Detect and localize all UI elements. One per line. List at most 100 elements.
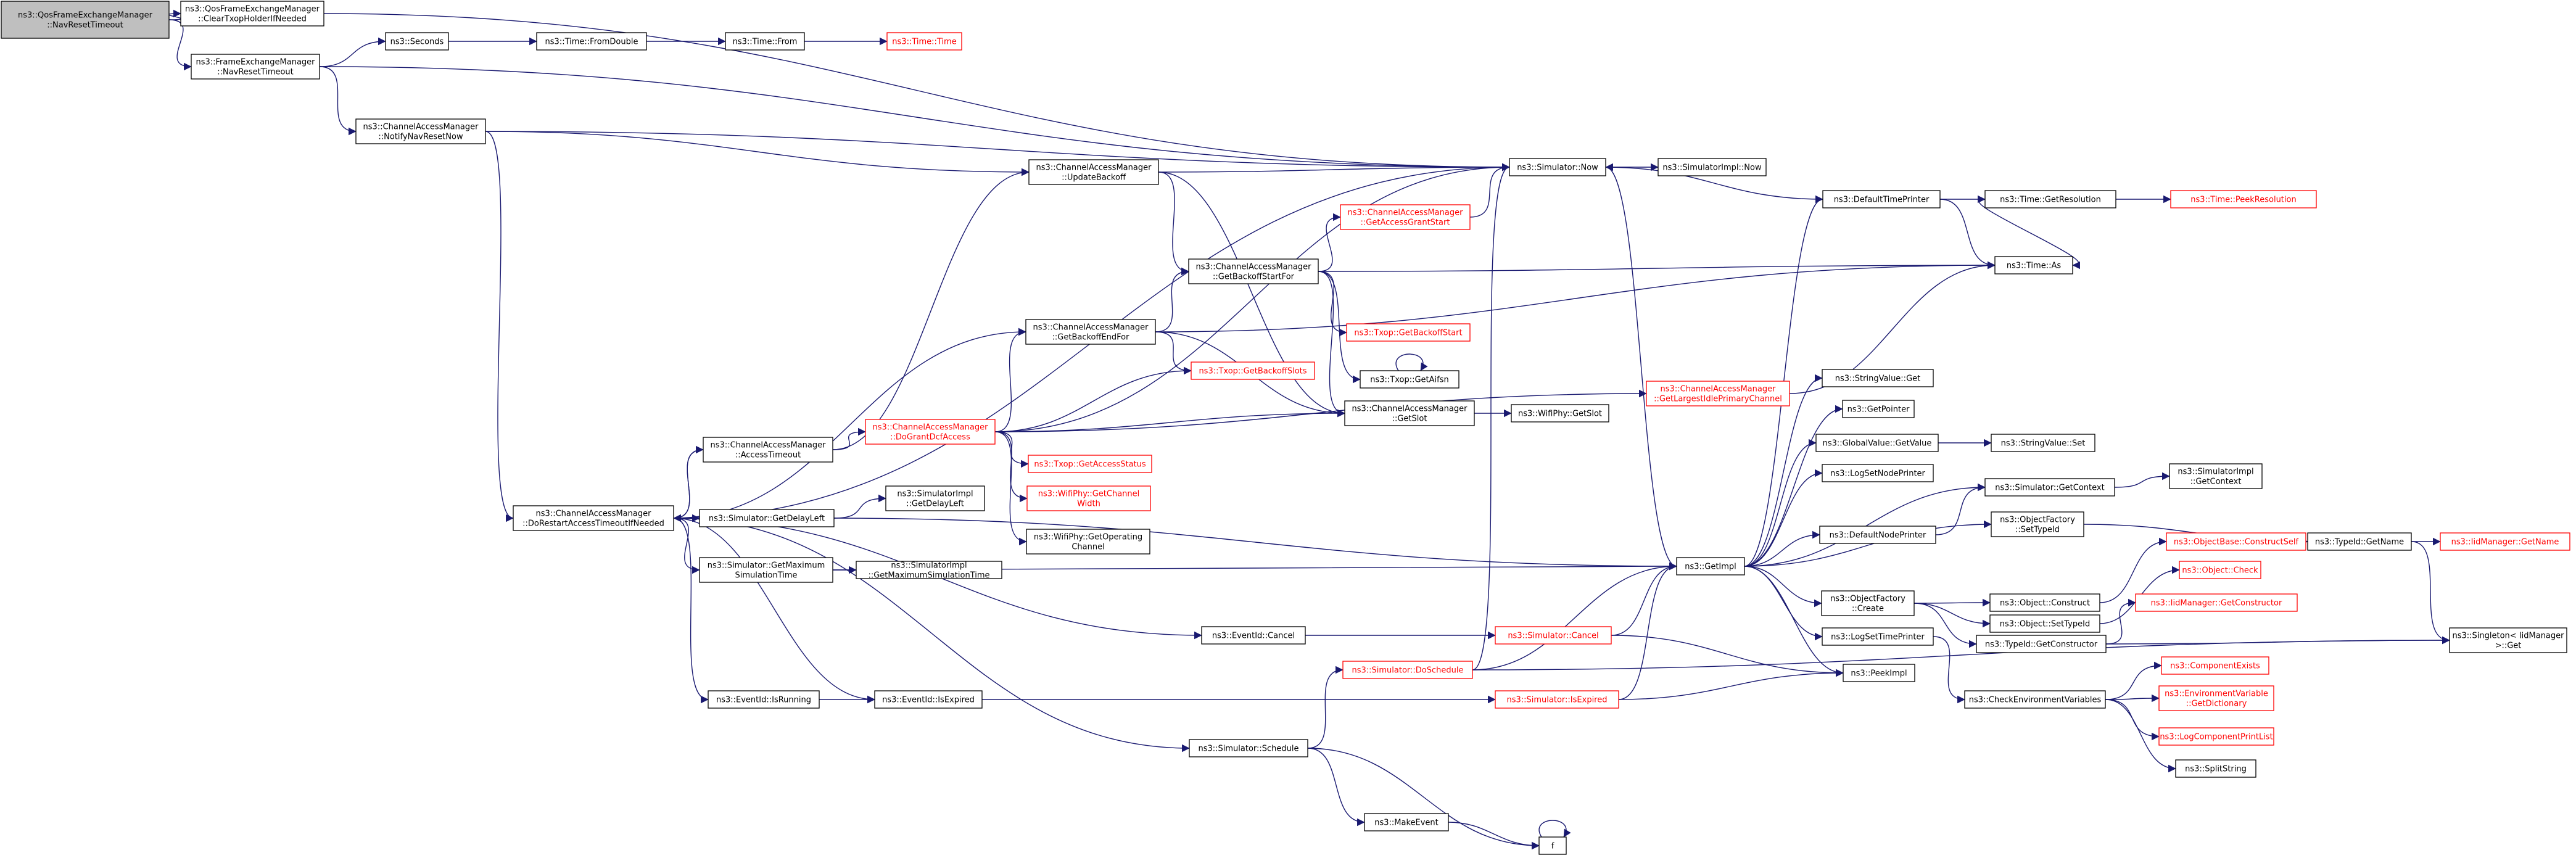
graph-node-cam_gbsf[interactable]: ns3::ChannelAccessManager::GetBackoffSta… xyxy=(1188,258,1319,284)
call-edge xyxy=(1155,261,1996,332)
node-box xyxy=(1984,190,2116,208)
graph-node-simimpl_gdl[interactable]: ns3::SimulatorImpl::GetDelayLeft xyxy=(885,485,985,511)
graph-node-fromdouble[interactable]: ns3::Time::FromDouble xyxy=(536,32,647,51)
graph-node-simimpl_gmst[interactable]: ns3::SimulatorImpl::GetMaximumSimulation… xyxy=(856,561,1002,580)
graph-node-objf_settype[interactable]: ns3::ObjectFactory::SetTypeId xyxy=(1991,511,2084,537)
node-label: ns3::Simulator::Now xyxy=(1517,163,1598,173)
graph-node-simimpl_getctx[interactable]: ns3::SimulatorImpl::GetContext xyxy=(2169,463,2263,489)
call-edge xyxy=(1611,635,1844,677)
node-label: ::UpdateBackoff xyxy=(1062,173,1126,183)
graph-node-splitstring[interactable]: ns3::SplitString xyxy=(2175,759,2256,778)
graph-node-eventid_cancel[interactable]: ns3::EventId::Cancel xyxy=(1201,626,1306,645)
call-edge xyxy=(673,518,875,704)
graph-node-checkenv[interactable]: ns3::CheckEnvironmentVariables xyxy=(1964,690,2106,709)
graph-node-makeevent[interactable]: ns3::MakeEvent xyxy=(1364,813,1449,831)
graph-node-txop_gaifsn[interactable]: ns3::Txop::GetAifsn xyxy=(1360,370,1459,389)
graph-node-sim_gmst[interactable]: ns3::Simulator::GetMaximumSimulationTime xyxy=(699,557,833,583)
node-label: ::NotifyNavResetNow xyxy=(378,133,463,142)
graph-node-getres[interactable]: ns3::Time::GetResolution xyxy=(1984,190,2116,208)
graph-node-from[interactable]: ns3::Time::From xyxy=(725,32,805,51)
call-edge xyxy=(1307,748,1365,827)
graph-node-time_time[interactable]: ns3::Time::Time xyxy=(886,32,962,51)
graph-node-txop_gbslots[interactable]: ns3::Txop::GetBackoffSlots xyxy=(1191,361,1315,380)
graph-node-fem_nav[interactable]: ns3::FrameExchangeManager::NavResetTimeo… xyxy=(191,54,320,80)
graph-node-lstp[interactable]: ns3::LogSetTimePrinter xyxy=(1822,627,1934,646)
call-edge xyxy=(2105,598,2136,645)
graph-node-peekimpl[interactable]: ns3::PeekImpl xyxy=(1843,664,1915,682)
graph-node-compexists[interactable]: ns3::ComponentExists xyxy=(2161,656,2269,675)
graph-node-strval_get[interactable]: ns3::StringValue::Get xyxy=(1822,369,1934,387)
graph-node-strval_set[interactable]: ns3::StringValue::Set xyxy=(1991,434,2095,452)
graph-node-eventid_isrunning[interactable]: ns3::EventId::IsRunning xyxy=(708,690,820,709)
graph-node-cam_gags[interactable]: ns3::ChannelAccessManager::GetAccessGran… xyxy=(1340,204,1471,230)
call-edge xyxy=(673,445,704,519)
graph-node-obj_settype[interactable]: ns3::Object::SetTypeId xyxy=(1989,614,2100,633)
graph-node-getpointer[interactable]: ns3::GetPointer xyxy=(1842,400,1915,418)
node-label: Width xyxy=(1077,500,1100,509)
node-label: ::GetDictionary xyxy=(2186,699,2247,709)
graph-node-singleton_get[interactable]: ns3::Singleton< IidManager>::Get xyxy=(2449,627,2567,653)
graph-node-dtp[interactable]: ns3::DefaultTimePrinter xyxy=(1822,190,1941,208)
graph-node-typeid_getname[interactable]: ns3::TypeId::GetName xyxy=(2307,532,2412,551)
graph-node-getimpl[interactable]: ns3::GetImpl xyxy=(1676,557,1745,575)
node-label: ns3::Time::As xyxy=(2007,262,2062,271)
graph-node-cam_drat[interactable]: ns3::ChannelAccessManager::DoRestartAcce… xyxy=(513,505,674,531)
graph-node-cam_ub[interactable]: ns3::ChannelAccessManager::UpdateBackoff xyxy=(1028,159,1159,185)
graph-node-qos_clear[interactable]: ns3::QosFrameExchangeManager::ClearTxopH… xyxy=(180,1,324,27)
graph-node-now[interactable]: ns3::Simulator::Now xyxy=(1509,158,1606,176)
node-box xyxy=(725,32,805,51)
graph-node-root[interactable]: ns3::QosFrameExchangeManager::NavResetTi… xyxy=(1,1,170,39)
graph-node-obj_construct[interactable]: ns3::Object::Construct xyxy=(1989,593,2100,612)
graph-node-cam_nrn[interactable]: ns3::ChannelAccessManager::NotifyNavRese… xyxy=(355,118,486,144)
node-label: SimulationTime xyxy=(735,571,797,580)
graph-node-timeas[interactable]: ns3::Time::As xyxy=(1994,256,2073,274)
graph-node-sim_getctx[interactable]: ns3::Simulator::GetContext xyxy=(1984,478,2115,497)
node-label: ns3::Object::Construct xyxy=(2000,599,2090,608)
graph-node-cam_glipc[interactable]: ns3::ChannelAccessManager::GetLargestIdl… xyxy=(1646,381,1790,406)
graph-node-gv_getvalue[interactable]: ns3::GlobalValue::GetValue xyxy=(1815,434,1939,452)
graph-node-implnow[interactable]: ns3::SimulatorImpl::Now xyxy=(1657,158,1767,176)
node-box xyxy=(1815,434,1939,452)
call-edge xyxy=(319,37,386,67)
graph-node-txop_gbs[interactable]: ns3::Txop::GetBackoffStart xyxy=(1346,323,1471,342)
graph-node-sim_doschedule[interactable]: ns3::Simulator::DoSchedule xyxy=(1342,661,1473,679)
graph-node-cam_gslot[interactable]: ns3::ChannelAccessManager::GetSlot xyxy=(1344,400,1475,426)
graph-node-dnp[interactable]: ns3::DefaultNodePrinter xyxy=(1819,526,1936,544)
graph-node-cam_at[interactable]: ns3::ChannelAccessManager::AccessTimeout xyxy=(703,437,833,463)
node-label: ns3::StringValue::Set xyxy=(2001,439,2086,448)
graph-node-lsnp[interactable]: ns3::LogSetNodePrinter xyxy=(1822,464,1934,482)
node-box xyxy=(1509,158,1606,176)
graph-node-peekres[interactable]: ns3::Time::PeekResolution xyxy=(2170,190,2317,208)
node-box xyxy=(1201,626,1306,645)
call-edge xyxy=(673,518,1190,753)
graph-node-sim_isexpired[interactable]: ns3::Simulator::IsExpired xyxy=(1495,690,1619,709)
node-label: Channel xyxy=(1071,543,1104,552)
call-edge xyxy=(994,163,1510,432)
graph-node-obj_check[interactable]: ns3::Object::Check xyxy=(2179,561,2261,579)
node-label: ns3::CheckEnvironmentVariables xyxy=(1969,696,2102,705)
graph-node-sim_cancel[interactable]: ns3::Simulator::Cancel xyxy=(1495,626,1612,645)
graph-node-envvar_gd[interactable]: ns3::EnvironmentVariable::GetDictionary xyxy=(2158,685,2274,711)
graph-node-wifiphy_gslot[interactable]: ns3::WifiPhy::GetSlot xyxy=(1511,404,1609,423)
node-box xyxy=(2175,759,2256,778)
graph-node-idm_getname[interactable]: ns3::IidManager::GetName xyxy=(2440,532,2570,551)
node-box xyxy=(2161,656,2269,675)
graph-node-typeid_gc[interactable]: ns3::TypeId::GetConstructor xyxy=(1976,635,2107,653)
graph-node-objf_create[interactable]: ns3::ObjectFactory::Create xyxy=(1821,590,1915,616)
graph-node-seconds[interactable]: ns3::Seconds xyxy=(385,32,449,51)
graph-node-idm_gc[interactable]: ns3::IidManager::GetConstructor xyxy=(2135,593,2298,612)
graph-node-eventid_isexpired[interactable]: ns3::EventId::IsExpired xyxy=(874,690,983,709)
graph-node-f[interactable]: f xyxy=(1538,836,1567,855)
graph-node-cam_gbef[interactable]: ns3::ChannelAccessManager::GetBackoffEnd… xyxy=(1025,319,1156,345)
node-label: ns3::Time::PeekResolution xyxy=(2190,196,2296,205)
graph-node-logcpl[interactable]: ns3::LogComponentPrintList xyxy=(2158,727,2274,746)
graph-node-txop_gas[interactable]: ns3::Txop::GetAccessStatus xyxy=(1028,455,1152,473)
graph-node-sim_gdl[interactable]: ns3::Simulator::GetDelayLeft xyxy=(699,509,835,527)
node-label: ns3::QosFrameExchangeManager xyxy=(185,5,320,14)
call-edge xyxy=(2099,537,2167,603)
graph-node-cam_dgdca[interactable]: ns3::ChannelAccessManager::DoGrantDcfAcc… xyxy=(865,419,996,445)
graph-node-objbase_cs[interactable]: ns3::ObjectBase::ConstructSelf xyxy=(2166,532,2306,551)
graph-node-sim_schedule[interactable]: ns3::Simulator::Schedule xyxy=(1189,739,1308,757)
